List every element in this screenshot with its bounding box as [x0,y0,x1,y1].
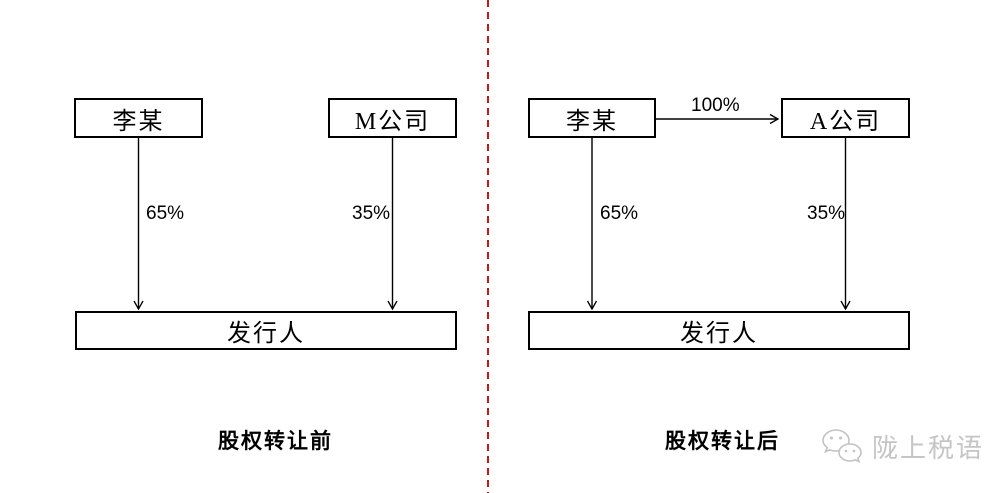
wechat-icon [822,429,862,463]
shareholder-box-acompany-after: A公司 [781,98,910,138]
panel-caption-before: 股权转让前 [218,429,333,453]
panel-caption-after: 股权转让后 [665,429,780,453]
transfer-share-label: 100% [691,95,740,116]
issuer-box-before: 发行人 [75,311,457,350]
shareholder-box-limou-after: 李某 [528,98,656,138]
watermark: 陇上税语 [820,427,984,465]
ownership-label-before-owner2: 35% [352,203,391,224]
ownership-label-before-owner1: 65% [146,203,185,224]
ownership-label-after-owner1: 65% [600,203,639,224]
shareholder-box-limou-before: 李某 [74,98,203,138]
ownership-label-after-owner2: 35% [807,203,846,224]
issuer-box-after: 发行人 [528,311,910,350]
watermark-text: 陇上税语 [872,433,985,463]
shareholder-box-mcompany-before: M公司 [328,98,457,138]
